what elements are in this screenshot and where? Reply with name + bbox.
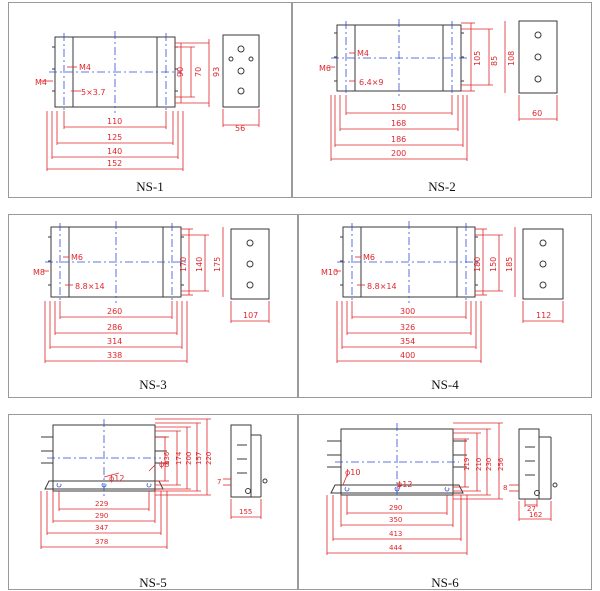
ns-3-dim-width-286: 286 [107, 323, 122, 332]
panel-ns-2: M6 M4 6.4×9 105 85 108 150 168 186 200 6… [292, 2, 592, 198]
ns-3-dim-height-170: 170 [179, 257, 188, 272]
ns-6-dim-width-290: 290 [389, 504, 402, 512]
ns-3-dim-width-338: 338 [107, 351, 122, 360]
ns-3-dim-height-175: 175 [213, 257, 222, 272]
ns-5-dim-height-220: 220 [205, 452, 213, 465]
ns-2-dim-height-85: 85 [490, 56, 499, 66]
ns-4-dim-width-354: 354 [400, 337, 415, 346]
ns-2-side-view [518, 20, 558, 94]
ns-5-hole-label-phi12: ϕ12 [109, 474, 124, 483]
ns-2-caption: NS-2 [428, 179, 456, 194]
ns-3-side-view [230, 228, 270, 300]
ns-5-dim-height-136: 136 [163, 451, 171, 465]
ns-2-dim-width-168: 168 [391, 119, 406, 128]
ns-5-caption: NS-5 [139, 575, 167, 590]
ns-1-side-view [222, 34, 260, 108]
ns-6-hole-label-phi10: ϕ10 [345, 468, 360, 477]
ns-6-dim-height-256: 256 [497, 457, 505, 471]
ns-1-drawing: M4 M4 5×3.7 90 70 93 110 125 140 152 56 [35, 31, 260, 171]
ns-2-dim-width-200: 200 [391, 149, 406, 158]
panel-ns-3: M8 M6 8.8×14 170 140 175 260 286 314 338… [8, 214, 298, 398]
ns-4-dim-height-180: 180 [473, 257, 482, 272]
ns-6-dim-height-210: 210 [475, 458, 483, 471]
ns-1-label-m4-outer: M4 [35, 78, 47, 87]
ns-3-dim-side-107: 107 [243, 311, 258, 320]
ns-5-dim-width-290: 290 [95, 512, 108, 520]
ns-5-dim-height-174: 174 [175, 451, 183, 465]
ns-6-dim-height-119: 119 [463, 458, 471, 471]
ns-6-caption: NS-6 [431, 575, 459, 590]
ns-5-dim-side-155: 155 [239, 508, 252, 516]
ns-2-dim-height-108: 108 [507, 51, 516, 66]
ns-5-hole-label-phi8: ϕ8 [159, 460, 169, 469]
ns-3-label-m6: M6 [71, 253, 83, 262]
ns-3-dim-width-260: 260 [107, 307, 122, 316]
ns-2-dim-width-186: 186 [391, 135, 406, 144]
ns-2-dim-side-60: 60 [532, 109, 542, 118]
ns-6-dim-side-162: 162 [529, 511, 542, 519]
ns-1-dim-width-140: 140 [107, 147, 122, 156]
panel-ns-1: M4 M4 5×3.7 90 70 93 110 125 140 152 56 … [8, 2, 292, 198]
ns-3-label-slot: 8.8×14 [75, 282, 105, 291]
ns-4-dim-width-400: 400 [400, 351, 415, 360]
ns-4-dim-height-185: 185 [505, 257, 514, 272]
ns-3-drawing: M8 M6 8.8×14 170 140 175 260 286 314 338… [33, 221, 270, 363]
ns-5-dim-width-229: 229 [95, 500, 108, 508]
ns-4-dim-side-112: 112 [536, 311, 551, 320]
ns-6-dim-side-8: 8 [503, 484, 507, 492]
ns-6-dim-width-413: 413 [389, 530, 402, 538]
ns-4-label-m10: M10 [321, 268, 338, 277]
ns-2-dim-height-105: 105 [473, 51, 482, 66]
ns-1-dim-height-70: 70 [194, 67, 203, 77]
ns-5-side-view [230, 424, 252, 498]
ns-6-hole-label-phi12: ϕ12 [397, 480, 412, 489]
ns-4-side-view [522, 228, 564, 300]
ns-4-label-slot: 8.8×14 [367, 282, 397, 291]
ns-6-dim-side-27: 27 [527, 505, 536, 513]
ns-5-drawing: ϕ12 ϕ8 136 174 200 157 220 229 290 347 3… [40, 418, 268, 549]
ns-1-dim-width-125: 125 [107, 133, 122, 142]
ns-3-dim-height-140: 140 [195, 257, 204, 272]
ns-2-label-m4: M4 [357, 49, 369, 58]
ns-5-dim-width-378: 378 [95, 538, 108, 546]
ns-1-dim-side-56: 56 [235, 124, 245, 133]
ns-4-dim-height-150: 150 [489, 257, 498, 272]
ns-6-dim-width-444: 444 [389, 544, 403, 552]
ns-3-caption: NS-3 [139, 377, 167, 392]
ns-5-dim-height-200: 200 [185, 452, 193, 465]
ns-3-label-m8: M8 [33, 268, 45, 277]
ns-6-drawing: ϕ10 ϕ12 119 210 230 256 290 350 413 444 … [326, 422, 558, 555]
ns-4-label-m6: M6 [363, 253, 375, 262]
ns-3-dim-width-314: 314 [107, 337, 122, 346]
panel-ns-4: M10 M6 8.8×14 180 150 185 300 326 354 40… [298, 214, 592, 398]
ns-1-dim-width-152: 152 [107, 159, 122, 168]
ns-4-caption: NS-4 [431, 377, 459, 392]
ns-4-dim-width-326: 326 [400, 323, 415, 332]
ns-2-label-m6: M6 [319, 64, 331, 73]
ns-5-dim-width-347: 347 [95, 524, 108, 532]
ns-6-dim-width-350: 350 [389, 516, 402, 524]
ns-1-label-m4-inner: M4 [79, 63, 91, 72]
ns-1-dim-width-110: 110 [107, 117, 122, 126]
ns-2-dim-width-150: 150 [391, 103, 406, 112]
ns-1-dim-height-93: 93 [212, 67, 221, 77]
ns-2-label-slot: 6.4×9 [359, 78, 384, 87]
panel-ns-6: ϕ10 ϕ12 119 210 230 256 290 350 413 444 … [298, 414, 592, 590]
ns-4-dim-width-300: 300 [400, 307, 415, 316]
ns-4-drawing: M10 M6 8.8×14 180 150 185 300 326 354 40… [321, 221, 564, 363]
ns-6-dim-height-230: 230 [485, 458, 493, 471]
panel-ns-5: ϕ12 ϕ8 136 174 200 157 220 229 290 347 3… [8, 414, 298, 590]
ns-1-dim-height-90: 90 [176, 67, 185, 77]
ns-1-label-slot: 5×3.7 [81, 88, 106, 97]
ns-5-dim-height-157: 157 [195, 452, 203, 465]
ns-2-drawing: M6 M4 6.4×9 105 85 108 150 168 186 200 6… [319, 19, 558, 161]
ns-6-side-view [518, 428, 540, 500]
ns-1-caption: NS-1 [136, 179, 164, 194]
ns-5-dim-side-7: 7 [217, 478, 221, 486]
